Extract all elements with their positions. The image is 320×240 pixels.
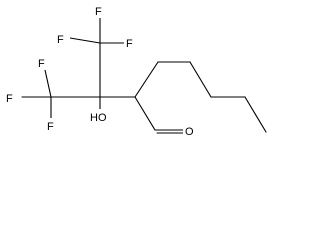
bond-chain-3 xyxy=(189,61,212,98)
atom-label-f-left-down: F xyxy=(47,121,54,133)
bond-chain-1 xyxy=(134,61,159,98)
atom-label-aldehyde-oxygen: O xyxy=(185,126,194,138)
bond-alpha-to-cho xyxy=(134,96,156,131)
label-bg-hydroxyl xyxy=(88,109,112,123)
label-bg-f-left-up xyxy=(36,56,50,70)
atom-label-f-left-up: F xyxy=(38,58,45,70)
skeletal-structure-diagram: F F F F F F HO O xyxy=(4,4,267,138)
atom-label-f-top-right: F xyxy=(126,38,133,50)
label-bg-f-top-up xyxy=(92,4,108,18)
label-bg-f-left-down xyxy=(44,118,58,132)
bonds xyxy=(21,15,267,134)
bond-chain-5 xyxy=(244,96,267,133)
atom-label-hydroxyl: HO xyxy=(90,112,107,124)
label-bg-aldehyde-oxygen xyxy=(183,124,197,138)
atom-label-f-top-left: F xyxy=(57,34,64,46)
label-bg-f-top-left xyxy=(56,31,70,45)
label-bg-f-left-left xyxy=(4,90,20,104)
atom-label-f-left-left: F xyxy=(6,93,13,105)
bond-c-f-left-up xyxy=(44,69,52,98)
bond-c-f-top-left xyxy=(69,37,101,44)
atom-labels: F F F F F F HO O xyxy=(4,4,197,138)
label-bg-f-top-right xyxy=(124,36,138,50)
atom-label-f-top-up: F xyxy=(95,6,102,18)
